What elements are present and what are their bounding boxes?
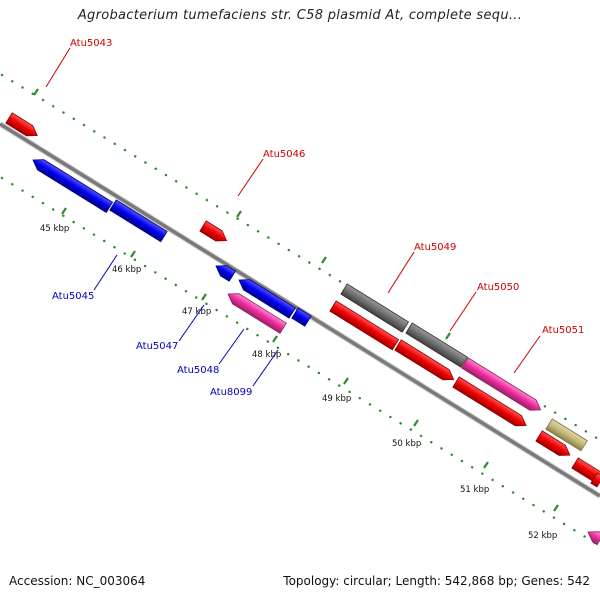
gene-red-f[interactable] (590, 472, 600, 488)
inner-tick-track (0, 176, 600, 548)
gene-atu5049-b[interactable] (405, 322, 468, 368)
gene-atu5045-b[interactable] (109, 199, 168, 243)
gene-red-b[interactable] (394, 339, 457, 385)
gene-red-a[interactable] (329, 300, 400, 351)
gene-atu5047[interactable] (213, 261, 237, 282)
gene-label-atu5047[interactable]: Atu5047 (136, 341, 178, 352)
gene-atu5048-pink[interactable] (225, 289, 287, 334)
gene-atu5046[interactable] (199, 220, 230, 246)
gene-red-d[interactable] (535, 430, 573, 460)
kbp-label-50: 50 kbp (392, 439, 421, 449)
gene-label-atu5045[interactable]: Atu5045 (52, 291, 94, 302)
forward-leader-lines (45, 47, 541, 374)
gene-label-atu5050[interactable]: Atu5050 (477, 282, 519, 293)
gene-label-atu8099[interactable]: Atu8099 (210, 387, 252, 398)
gene-atu5051[interactable] (545, 418, 588, 452)
major-ticks (33, 88, 559, 512)
gene-label-atu5046[interactable]: Atu5046 (263, 149, 305, 160)
gene-atu5049-a[interactable] (340, 283, 410, 333)
gene-atu8099[interactable] (291, 307, 312, 327)
kbp-label-49: 49 kbp (322, 394, 351, 404)
gene-atu5050[interactable] (461, 357, 544, 415)
gene-pink-edge[interactable] (585, 527, 600, 546)
gene-red-c[interactable] (452, 376, 529, 431)
reverse-leader-lines (93, 254, 279, 387)
kbp-label-48: 48 kbp (252, 350, 281, 360)
kbp-label-51: 51 kbp (460, 485, 489, 495)
gene-label-atu5051[interactable]: Atu5051 (542, 325, 584, 336)
kbp-label-47: 47 kbp (182, 307, 211, 317)
gene-label-atu5048[interactable]: Atu5048 (177, 365, 219, 376)
gene-atu5048[interactable] (236, 275, 296, 319)
gene-atu5045-a[interactable] (30, 155, 114, 214)
gene-label-atu5049[interactable]: Atu5049 (414, 242, 456, 253)
kbp-label-45: 45 kbp (40, 224, 69, 234)
accession-text: Accession: NC_003064 (9, 574, 146, 588)
gene-label-atu5043[interactable]: Atu5043 (70, 38, 112, 49)
kbp-label-46: 46 kbp (112, 265, 141, 275)
topology-summary: Topology: circular; Length: 542,868 bp; … (283, 574, 590, 588)
kbp-label-52: 52 kbp (528, 531, 557, 541)
gene-atu5043[interactable] (5, 112, 41, 141)
map-title: Agrobacterium tumefaciens str. C58 plasm… (77, 8, 523, 23)
